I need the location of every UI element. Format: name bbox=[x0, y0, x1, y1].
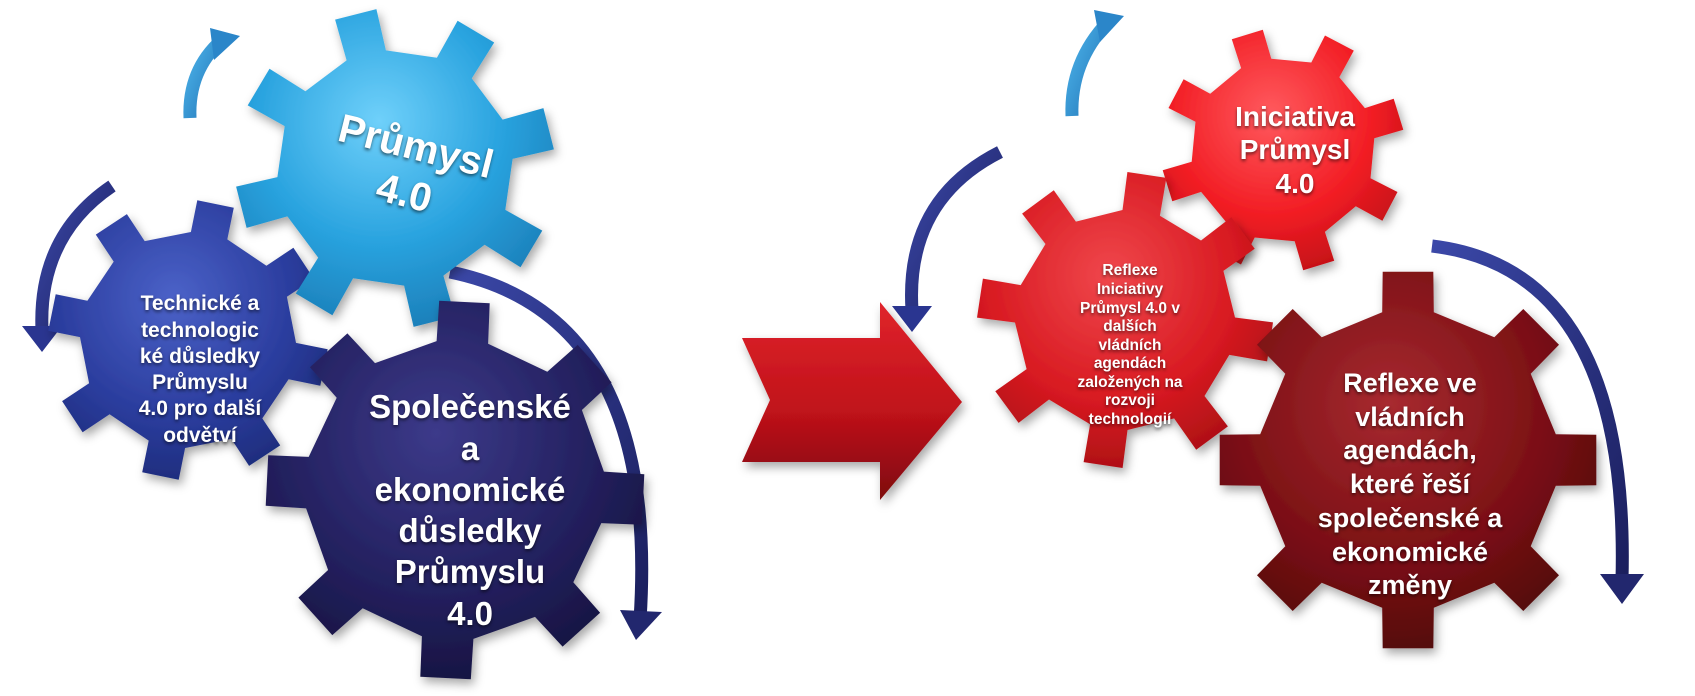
curved-arrow-top-left bbox=[183, 28, 240, 119]
gear-initiative bbox=[1162, 29, 1404, 271]
gear-government-label: Reflexe ve vládních agendách, které řeší… bbox=[1317, 367, 1503, 601]
gear-social-label: Společenské a ekonomické důsledky Průmys… bbox=[369, 388, 571, 632]
curved-arrow-mid-right bbox=[892, 146, 1003, 332]
gear-reflection-label: Reflexe Iniciativy Průmysl 4.0 v dalších… bbox=[1077, 262, 1183, 429]
curved-arrow-left bbox=[22, 180, 116, 352]
gear-technical-label: Technické a technologic ké důsledky Prům… bbox=[138, 292, 262, 447]
curved-arrow-far-right bbox=[1431, 239, 1644, 604]
gear-reflection bbox=[977, 172, 1273, 468]
curved-arrow-top-right bbox=[1065, 10, 1124, 117]
gear-technical bbox=[48, 200, 328, 480]
gear-initiative-label: Iniciativa Průmysl 4.0 bbox=[1235, 100, 1355, 199]
gear-government bbox=[1219, 271, 1597, 649]
gear-main bbox=[236, 9, 554, 327]
gear-social bbox=[265, 300, 645, 680]
transition-arrow bbox=[742, 302, 962, 500]
